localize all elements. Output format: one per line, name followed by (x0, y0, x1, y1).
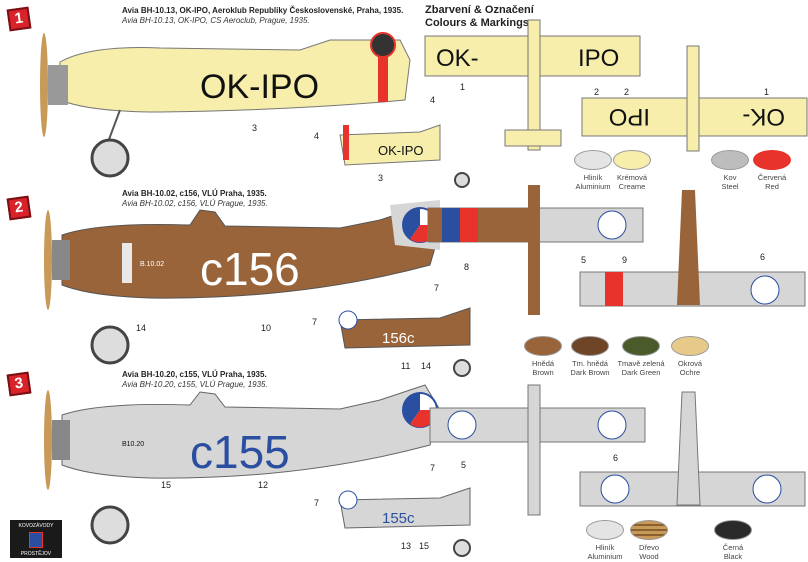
plane-2-top-view (427, 185, 806, 315)
scheme-2-badge: 2 (6, 195, 32, 221)
svg-text:B10.20: B10.20 (122, 441, 144, 448)
scheme-1-caption-en: Avia BH-10.13, OK-IPO, CS Aeroclub, Prag… (122, 16, 310, 25)
svg-text:3: 3 (378, 173, 383, 183)
svg-text:6: 6 (760, 252, 765, 262)
scheme-2-caption-en: Avia BH-10.02, c156, VLÚ Prague, 1935. (122, 199, 268, 208)
svg-text:13: 13 (401, 541, 411, 551)
scheme-3-caption-en: Avia BH-10.20, c155, VLÚ Prague, 1935. (122, 380, 268, 389)
svg-text:6: 6 (613, 453, 618, 463)
svg-text:156c: 156c (382, 330, 415, 347)
scheme-3-caption-cz: Avia BH-10.20, c155, VLÚ Praha, 1935. (122, 370, 267, 379)
svg-text:2: 2 (594, 87, 599, 97)
svg-text:OK-: OK- (742, 103, 785, 130)
svg-text:9: 9 (622, 255, 627, 265)
plane-2-small-view: 156c (338, 307, 471, 377)
svg-text:OK-IPO: OK-IPO (378, 143, 424, 158)
scheme-3-badge: 3 (6, 371, 32, 397)
svg-text:5: 5 (461, 460, 466, 470)
svg-text:4: 4 (430, 95, 435, 105)
svg-text:5: 5 (581, 255, 586, 265)
svg-text:7: 7 (312, 317, 317, 327)
propeller (40, 33, 48, 137)
scheme-1-caption-cz: Avia BH-10.13, OK-IPO, Aeroklub Republik… (122, 6, 404, 15)
svg-text:B.10.02: B.10.02 (140, 261, 164, 268)
plane-2-code: c156 (200, 243, 300, 295)
svg-text:14: 14 (421, 361, 431, 371)
header-title-cz: Zbarvení & Označení (425, 4, 534, 16)
plane-1-small-view: OK-IPO (339, 124, 470, 188)
svg-text:12: 12 (258, 480, 268, 490)
svg-text:IPO: IPO (578, 45, 619, 72)
svg-text:11: 11 (401, 361, 410, 371)
svg-text:10: 10 (261, 323, 271, 333)
roundel (370, 32, 396, 58)
svg-text:4: 4 (314, 131, 319, 141)
header-title-en: Colours & Markings (425, 17, 529, 29)
svg-text:7: 7 (434, 283, 439, 293)
plane-1-side-view: OK-IPO (40, 32, 411, 178)
plane-3-top-view (429, 384, 806, 516)
svg-text:7: 7 (430, 463, 435, 473)
svg-text:2: 2 (624, 87, 629, 97)
svg-text:8: 8 (464, 262, 469, 272)
svg-text:7: 7 (314, 498, 319, 508)
svg-text:IPO: IPO (609, 103, 650, 130)
logo-emblem-icon (29, 532, 43, 548)
svg-text:3: 3 (252, 123, 257, 133)
svg-text:14: 14 (136, 323, 146, 333)
svg-text:1: 1 (764, 87, 769, 97)
svg-text:155c: 155c (382, 510, 415, 527)
kovozavody-logo: KOVOZÁVODY PROSTĚJOV (10, 520, 62, 558)
svg-text:1: 1 (460, 82, 465, 92)
engine (48, 65, 68, 105)
svg-text:15: 15 (161, 480, 171, 490)
svg-text:15: 15 (419, 541, 429, 551)
svg-text:OK-: OK- (436, 45, 479, 72)
plane-3-small-view: 155c (338, 487, 471, 557)
header: Zbarvení & Označení Colours & Markings (425, 4, 534, 30)
plane-1-registration: OK-IPO (200, 68, 319, 106)
callout-numbers: 4 3 1 2 2 1 4 3 8 5 9 6 7 10 14 7 11 14 … (136, 82, 769, 551)
plane-1-top-view: OK- IPO IPO OK- (424, 19, 808, 152)
scheme-2-caption-cz: Avia BH-10.02, c156, VLÚ Praha, 1935. (122, 189, 267, 198)
plane-3-code: c155 (190, 426, 290, 478)
wheel (90, 138, 130, 178)
